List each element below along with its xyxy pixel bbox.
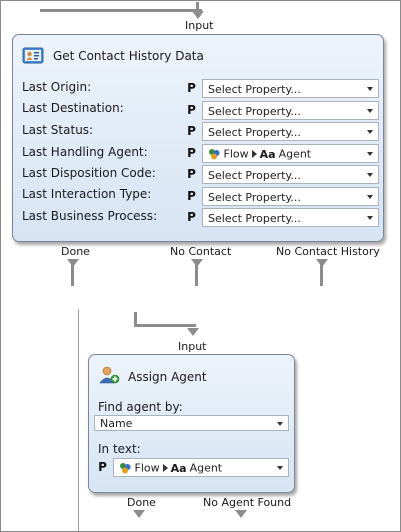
last-business-process-p-button[interactable]: P [187,210,196,224]
dropdown-caret-icon [277,422,283,426]
node2-output-no-agent-found-label: No Agent Found [203,496,292,509]
dropdown-caret-icon [367,173,373,177]
output-done-wire [71,264,74,286]
input-wire-horizontal [40,9,202,12]
node2-input-label: Input [178,340,207,353]
node2-title: Assign Agent [128,370,207,384]
output-no-contact-connector-icon[interactable] [191,259,203,267]
last-origin-select[interactable]: Select Property... [202,79,379,98]
node1-input-label: Input [185,19,214,32]
dropdown-caret-icon [367,152,373,156]
last-destination-select[interactable]: Select Property... [202,101,379,120]
flow-text: Flow [134,461,160,475]
output-no-contact-history-wire [320,264,323,286]
agent-text: Agent [278,147,312,161]
node1-title: Get Contact History Data [53,49,204,63]
dropdown-caret-icon [277,466,283,470]
agent-text-icon: Aa [170,461,187,475]
last-handling-agent-label: Last Handling Agent: [22,145,148,159]
node2-output-done-connector-icon[interactable] [133,510,145,518]
last-status-select[interactable]: Select Property... [202,122,379,141]
flow-icon [120,463,131,474]
output-no-contact-wire [195,264,198,286]
contact-card-icon [22,47,44,64]
flow-text: Flow [223,147,249,161]
last-origin-value: Select Property... [208,83,301,96]
node2-input-wire-horizontal [134,324,196,327]
node2-input-arrow-icon [187,328,199,336]
output-no-contact-history-connector-icon[interactable] [316,259,328,267]
flow-icon [209,149,220,160]
node2-output-no-agent-found-connector-icon[interactable] [235,510,247,518]
agent-text: Agent [189,461,223,475]
last-disposition-code-value: Select Property... [208,169,301,182]
output-no-contact-label: No Contact [170,245,232,258]
input-wire-vertical [196,2,199,12]
separator-arrow-icon [251,150,257,158]
last-business-process-value: Select Property... [208,212,301,225]
last-handling-agent-p-button[interactable]: P [187,146,196,160]
last-origin-label: Last Origin: [22,80,92,94]
in-text-p-button[interactable]: P [98,460,107,474]
input-arrow-icon [192,11,204,19]
find-agent-by-select[interactable]: Name [94,415,289,431]
find-agent-by-label: Find agent by: [98,400,183,414]
last-interaction-type-label: Last Interaction Type: [22,187,152,201]
last-status-value: Select Property... [208,126,301,139]
last-interaction-type-value: Select Property... [208,191,301,204]
find-agent-by-value: Name [100,417,133,430]
last-status-label: Last Status: [22,123,94,137]
agent-text-icon: Aa [259,147,276,161]
dropdown-caret-icon [367,216,373,220]
output-done-label: Done [61,245,90,258]
last-destination-label: Last Destination: [22,101,124,115]
output-done-connector-icon[interactable] [67,259,79,267]
dropdown-caret-icon [367,87,373,91]
assign-agent-icon [99,366,120,384]
separator-arrow-icon [162,464,168,472]
dropdown-caret-icon [367,109,373,113]
last-business-process-label: Last Business Process: [22,209,158,223]
node2-input-wire-vertical [134,312,137,327]
last-disposition-code-p-button[interactable]: P [187,167,196,181]
dropdown-caret-icon [367,130,373,134]
last-disposition-code-select[interactable]: Select Property... [202,165,379,184]
last-interaction-type-p-button[interactable]: P [187,189,196,203]
get-contact-history-node[interactable]: Get Contact History Data Last Origin: P … [12,34,384,242]
last-origin-p-button[interactable]: P [187,81,196,95]
last-destination-p-button[interactable]: P [187,103,196,117]
dropdown-caret-icon [367,195,373,199]
last-disposition-code-label: Last Disposition Code: [22,166,156,180]
panel-divider [78,309,79,531]
output-no-contact-history-label: No Contact History [276,245,380,258]
last-status-p-button[interactable]: P [187,124,196,138]
last-business-process-select[interactable]: Select Property... [202,208,379,227]
assign-agent-node[interactable]: Assign Agent Find agent by: Name In text… [88,354,295,493]
in-text-label: In text: [98,442,141,456]
last-destination-value: Select Property... [208,105,301,118]
last-interaction-type-select[interactable]: Select Property... [202,187,379,206]
node2-output-done-label: Done [127,496,156,509]
